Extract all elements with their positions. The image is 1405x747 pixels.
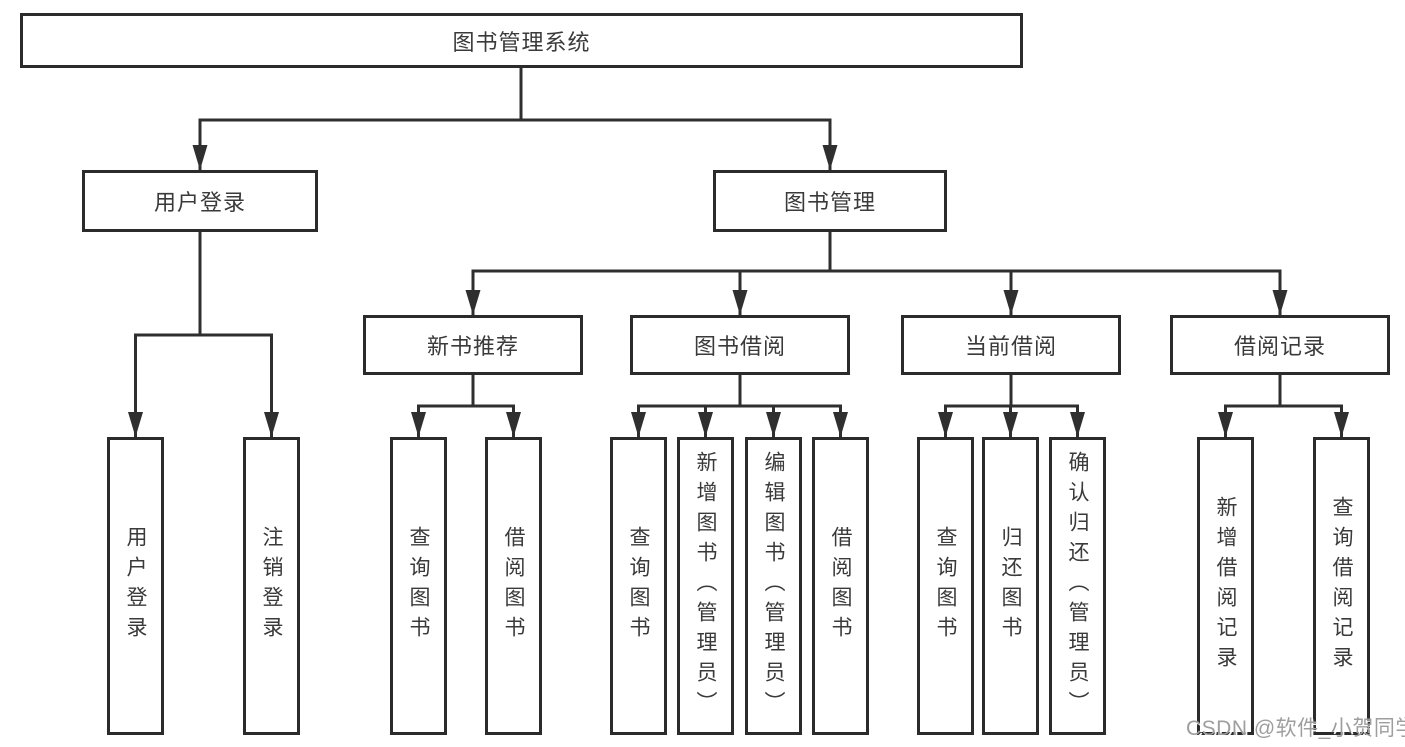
arrowhead	[1334, 412, 1349, 437]
leaf-query-borrow-record-label: 查询借阅记录	[1330, 496, 1353, 676]
node-book-management-label: 图书管理	[783, 190, 876, 215]
arrowhead	[192, 145, 208, 170]
node-new-book-recommend-label: 新书推荐	[426, 334, 519, 359]
leaf-add-borrow-record: 新增借阅记录	[1197, 437, 1254, 735]
leaf-query-book-1-label: 查询图书	[407, 526, 430, 646]
node-borrow-record: 借阅记录	[1170, 315, 1390, 375]
node-user-login-label: 用户登录	[153, 190, 246, 215]
leaf-return-book: 归还图书	[982, 437, 1039, 735]
node-borrow-record-label: 借阅记录	[1233, 334, 1326, 359]
arrowhead	[128, 412, 143, 437]
leaf-edit-book-admin-label: 编辑图书（管理员）	[762, 451, 785, 721]
arrowhead	[465, 290, 481, 315]
connector-root-to-level2	[198, 68, 832, 170]
leaf-query-book-2: 查询图书	[610, 437, 667, 735]
node-root: 图书管理系统	[20, 13, 1023, 68]
leaf-edit-book-admin: 编辑图书（管理员）	[745, 437, 802, 735]
leaf-logout-label: 注销登录	[260, 526, 283, 646]
node-book-management: 图书管理	[713, 170, 947, 232]
arrowhead	[732, 290, 748, 315]
leaf-borrow-book-1: 借阅图书	[485, 437, 542, 735]
leaf-query-book-3: 查询图书	[917, 437, 974, 735]
arrowhead	[833, 412, 848, 437]
leaf-user-login-label: 用户登录	[124, 526, 147, 646]
arrowhead	[1003, 290, 1019, 315]
arrowhead	[1003, 412, 1018, 437]
connector-borrowrecord-to-leaves	[1224, 375, 1343, 437]
arrowhead	[1070, 412, 1085, 437]
leaf-confirm-return-admin: 确认归还（管理员）	[1049, 437, 1106, 735]
leaf-query-borrow-record: 查询借阅记录	[1313, 437, 1370, 735]
leaf-query-book-1: 查询图书	[390, 437, 447, 735]
leaf-confirm-return-admin-label: 确认归还（管理员）	[1066, 451, 1089, 721]
leaf-user-login: 用户登录	[107, 437, 164, 735]
arrowhead	[938, 412, 953, 437]
leaf-add-book-admin: 新增图书（管理员）	[677, 437, 734, 735]
node-new-book-recommend: 新书推荐	[363, 315, 583, 375]
arrowhead	[1218, 412, 1233, 437]
arrowhead	[506, 412, 521, 437]
node-book-borrow-label: 图书借阅	[693, 334, 786, 359]
node-current-borrow: 当前借阅	[901, 315, 1121, 375]
leaf-query-book-2-label: 查询图书	[627, 526, 650, 646]
arrowhead	[411, 412, 426, 437]
arrowhead	[766, 412, 781, 437]
arrowhead	[822, 145, 838, 170]
csdn-watermark: CSDN @软件_小贺同学	[1186, 717, 1405, 740]
arrowhead	[631, 412, 646, 437]
leaf-add-book-admin-label: 新增图书（管理员）	[694, 451, 717, 721]
leaf-borrow-book-2: 借阅图书	[812, 437, 869, 735]
leaf-add-borrow-record-label: 新增借阅记录	[1214, 496, 1237, 676]
arrowhead	[264, 412, 279, 437]
connector-bookborrow-to-leaves	[637, 375, 842, 437]
connector-currentborrow-to-leaves	[944, 375, 1079, 437]
connector-bookmgmt-to-level3	[471, 232, 1282, 315]
leaf-query-book-3-label: 查询图书	[934, 526, 957, 646]
leaf-borrow-book-1-label: 借阅图书	[502, 526, 525, 646]
node-root-label: 图书管理系统	[452, 29, 591, 55]
arrowhead	[1272, 290, 1288, 315]
node-user-login: 用户登录	[82, 170, 318, 232]
connector-newbook-to-leaves	[417, 375, 515, 437]
arrowhead	[698, 412, 713, 437]
leaf-logout: 注销登录	[243, 437, 300, 735]
node-current-borrow-label: 当前借阅	[964, 334, 1057, 359]
connector-userlogin-to-leaves	[134, 232, 273, 437]
node-book-borrow: 图书借阅	[630, 315, 850, 375]
leaf-return-book-label: 归还图书	[999, 526, 1022, 646]
leaf-borrow-book-2-label: 借阅图书	[829, 526, 852, 646]
